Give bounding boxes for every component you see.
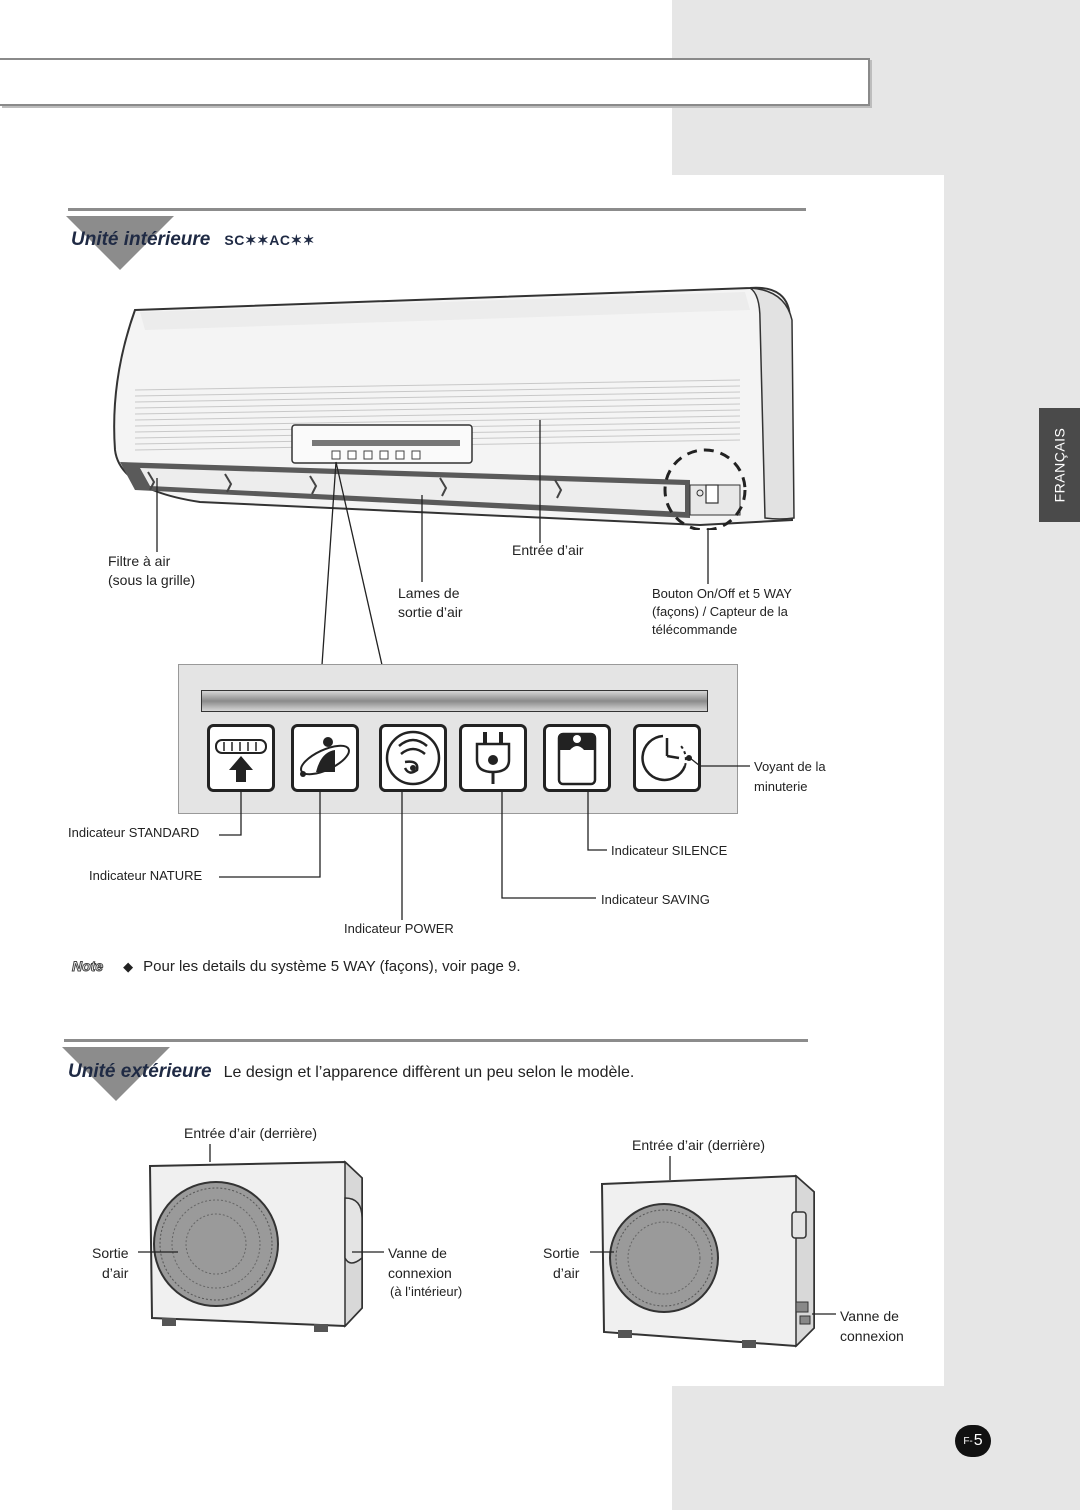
nature-icon (291, 724, 359, 792)
indoor-title: Unité intérieure (71, 229, 211, 250)
grey-margin-side (944, 175, 1080, 1510)
label-saving: Indicateur SAVING (601, 892, 710, 907)
section-marker-outdoor (62, 1047, 170, 1101)
left-outlet-label-1: Sortie (92, 1245, 129, 1261)
grey-margin-bottom (672, 1386, 1080, 1510)
standard-icon (207, 724, 275, 792)
label-blades-2: sortie d’air (398, 604, 463, 620)
timer-icon (633, 724, 701, 792)
left-valve-label-2: connexion (388, 1265, 452, 1281)
label-power: Indicateur POWER (344, 921, 454, 936)
label-timer-1: Voyant de la (754, 759, 826, 774)
outdoor-unit-left (148, 1160, 363, 1332)
label-filter-2: (sous la grille) (108, 572, 196, 588)
label-blades-1: Lames de (398, 585, 460, 601)
right-outlet-label-1: Sortie (543, 1245, 580, 1261)
saving-icon (459, 724, 527, 792)
page-number: 5 (973, 1432, 983, 1449)
section-rule-indoor (68, 208, 806, 211)
label-button-1: Bouton On/Off et 5 WAY (652, 586, 792, 601)
note-row: Note ◆ Pour les details du système 5 WAY… (71, 957, 520, 976)
left-valve-label-1: Vanne de (388, 1245, 447, 1261)
right-valve-label-2: connexion (840, 1328, 904, 1344)
indoor-model: SC✶✶AC✶✶ (224, 232, 315, 248)
left-inlet-label: Entrée d’air (derrière) (184, 1125, 318, 1141)
language-tab-label: FRANÇAIS (1051, 427, 1068, 503)
label-filter-1: Filtre à air (108, 553, 171, 569)
label-button-3: télécommande (652, 622, 738, 637)
indoor-unit-illustration (113, 286, 795, 530)
outdoor-title: Unité extérieure (68, 1061, 212, 1082)
section-rule-outdoor (64, 1039, 808, 1042)
note-bullet: ◆ (123, 959, 134, 974)
silence-icon (543, 724, 611, 792)
label-button-2: (façons) / Capteur de la (652, 604, 788, 619)
note-text: Pour les details du système 5 WAY (façon… (143, 958, 521, 975)
section-marker-indoor (66, 216, 174, 270)
outdoor-unit-right (600, 1174, 815, 1348)
note-content: ◆ Pour les details du système 5 WAY (faç… (123, 957, 520, 976)
language-tab[interactable]: FRANÇAIS (1039, 408, 1080, 522)
note-word: Note (71, 958, 104, 975)
left-outlet-label-2: d’air (102, 1265, 129, 1281)
left-valve-label-3: (à l’intérieur) (390, 1284, 463, 1299)
outdoor-heading: Unité extérieure Le design et l’apparenc… (68, 1061, 634, 1083)
label-timer-2: minuterie (754, 779, 808, 794)
label-silence: Indicateur SILENCE (611, 843, 728, 858)
label-air-inlet: Entrée d’air (512, 542, 584, 558)
label-nature: Indicateur NATURE (89, 868, 203, 883)
power-icon (379, 724, 447, 792)
outdoor-subtitle: Le design et l’apparence diffèrent un pe… (223, 1064, 635, 1081)
page-number-badge: F- 5 (955, 1425, 991, 1457)
label-standard: Indicateur STANDARD (68, 825, 200, 840)
header-box (0, 58, 870, 106)
right-valve-label-1: Vanne de (840, 1308, 899, 1324)
indicator-panel-bar (201, 690, 708, 712)
indoor-heading: Unité intérieure SC✶✶AC✶✶ (71, 229, 315, 251)
page-prefix: F- (963, 1435, 973, 1447)
right-outlet-label-2: d’air (553, 1265, 580, 1281)
right-inlet-label: Entrée d’air (derrière) (632, 1137, 766, 1153)
